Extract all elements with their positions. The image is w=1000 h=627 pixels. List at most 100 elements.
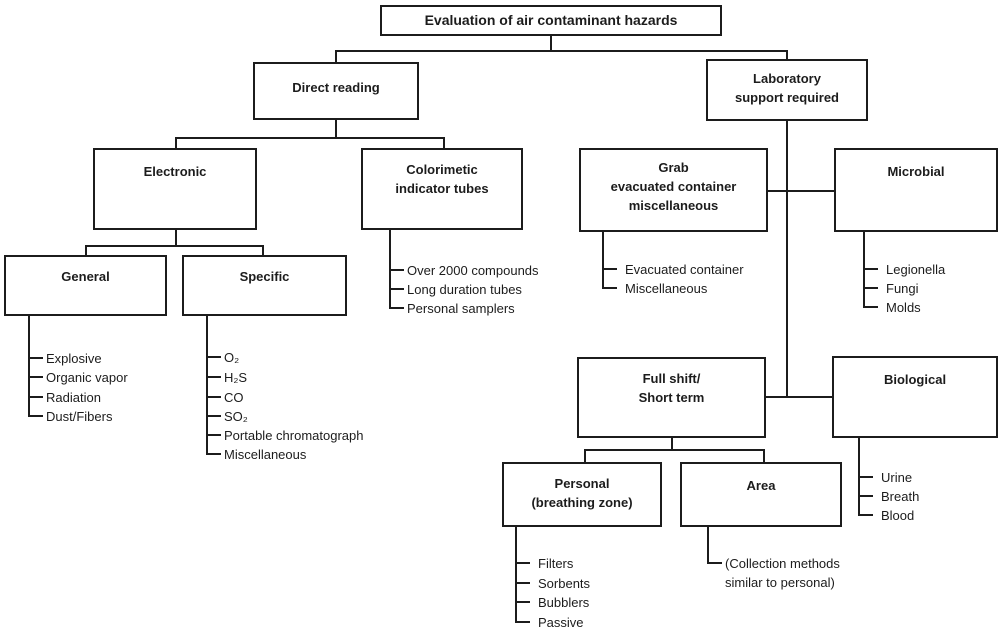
list-item: H₂S (206, 368, 247, 386)
node-label: Biological (883, 372, 947, 387)
node-colorimetic-indicator-tubes: Colorimetic indicator tubes (361, 148, 523, 230)
list-item-label: Sorbents (538, 575, 591, 591)
node-electronic: Electronic (93, 148, 257, 230)
list-item: Sorbents (515, 574, 590, 592)
list-item-label: Fungi (886, 280, 919, 296)
node-evaluation-root: Evaluation of air contaminant hazards (380, 5, 722, 36)
node-label: Area (746, 478, 776, 493)
tick-line (389, 288, 404, 290)
list-item: Legionella (863, 260, 945, 278)
node-label: Grab evacuated container miscellaneous (610, 160, 737, 213)
list-item-label: Breath (881, 488, 920, 504)
node-label: Electronic (143, 164, 207, 179)
list-item: Explosive (28, 349, 102, 367)
tick-line (863, 268, 878, 270)
list-item-label: Bubblers (538, 594, 590, 610)
list-item-label: H₂S (224, 369, 248, 385)
tick-line (863, 287, 878, 289)
node-direct-reading: Direct reading (253, 62, 419, 120)
node-area: Area (680, 462, 842, 527)
node-label: General (61, 269, 110, 284)
node-biological: Biological (832, 356, 998, 438)
node-personal-breathing-zone: Personal (breathing zone) (502, 462, 662, 527)
list-item: Portable chromatograph (206, 426, 363, 444)
connector-line (175, 230, 177, 246)
tick-line (28, 376, 43, 378)
node-label: Colorimetic indicator tubes (395, 162, 489, 196)
node-label: Specific (239, 269, 290, 284)
tick-line (858, 476, 873, 478)
connector-line (85, 245, 87, 255)
connector-line (175, 137, 177, 148)
list-item: Miscellaneous (206, 445, 306, 463)
list-item-label: Blood (881, 507, 915, 523)
node-general: General (4, 255, 167, 316)
tick-line (28, 396, 43, 398)
list-item: Organic vapor (28, 368, 128, 386)
tick-line (206, 396, 221, 398)
node-label: Evaluation of air contaminant hazards (424, 12, 678, 28)
list-item: Dust/Fibers (28, 407, 112, 425)
list-item: Over 2000 compounds (389, 261, 539, 279)
list-item: Breath (858, 487, 919, 505)
list-item: Bubblers (515, 593, 589, 611)
tick-line (389, 269, 404, 271)
connector-line (786, 50, 788, 59)
connector-line (335, 50, 788, 52)
list-item-label: Over 2000 compounds (407, 262, 539, 278)
node-label: Personal (breathing zone) (531, 476, 633, 510)
connector-line (671, 438, 673, 451)
connector-line (550, 36, 552, 52)
list-item-label: Legionella (886, 261, 946, 277)
connector-line (175, 137, 445, 139)
list-item: O₂ (206, 348, 239, 366)
list-item: Fungi (863, 279, 919, 297)
tick-line (515, 601, 530, 603)
tick-line (602, 287, 617, 289)
tick-line (863, 306, 878, 308)
tick-line (602, 268, 617, 270)
list-item-label: Evacuated container (625, 261, 744, 277)
list-item-label: Explosive (46, 350, 102, 366)
node-laboratory-support: Laboratory support required (706, 59, 868, 121)
tick-line (515, 562, 530, 564)
list-item-label: Miscellaneous (224, 446, 307, 462)
connector-line (584, 449, 765, 451)
list-item-label: Filters (538, 555, 574, 571)
list-item: Molds (863, 298, 921, 316)
tick-line (28, 357, 43, 359)
list-item-label: O₂ (224, 349, 240, 365)
area-note: (Collection methods similar to personal) (725, 556, 840, 590)
list-item-label: CO (224, 389, 244, 405)
node-grab-evacuated-container: Grab evacuated container miscellaneous (579, 148, 768, 232)
node-label: Full shift/ Short term (638, 371, 705, 405)
list-spine-grab (602, 232, 604, 289)
tick-line (389, 307, 404, 309)
list-spine-specific (206, 316, 208, 455)
tick-line (707, 562, 722, 564)
list-item-label: Molds (886, 299, 921, 315)
tick-line (515, 582, 530, 584)
list-item: Radiation (28, 388, 101, 406)
list-item-label: Personal samplers (407, 300, 515, 316)
list-item-label: SO₂ (224, 408, 248, 424)
list-item: Long duration tubes (389, 280, 522, 298)
list-item: Miscellaneous (602, 279, 707, 297)
node-microbial: Microbial (834, 148, 998, 232)
node-full-shift-short-term: Full shift/ Short term (577, 357, 766, 438)
connector-line (335, 50, 337, 62)
list-item: Blood (858, 506, 914, 524)
list-item: Filters (515, 554, 573, 572)
connector-line (443, 137, 445, 148)
list-item: Passive (515, 613, 584, 627)
node-specific: Specific (182, 255, 347, 316)
connector-line (768, 190, 834, 192)
list-item: Evacuated container (602, 260, 744, 278)
tick-line (515, 621, 530, 623)
connector-line (766, 396, 832, 398)
list-item-label: Radiation (46, 389, 101, 405)
tick-line (858, 495, 873, 497)
list-item: Urine (858, 468, 912, 486)
node-label: Laboratory support required (734, 71, 839, 105)
list-item-label: Dust/Fibers (46, 408, 113, 424)
